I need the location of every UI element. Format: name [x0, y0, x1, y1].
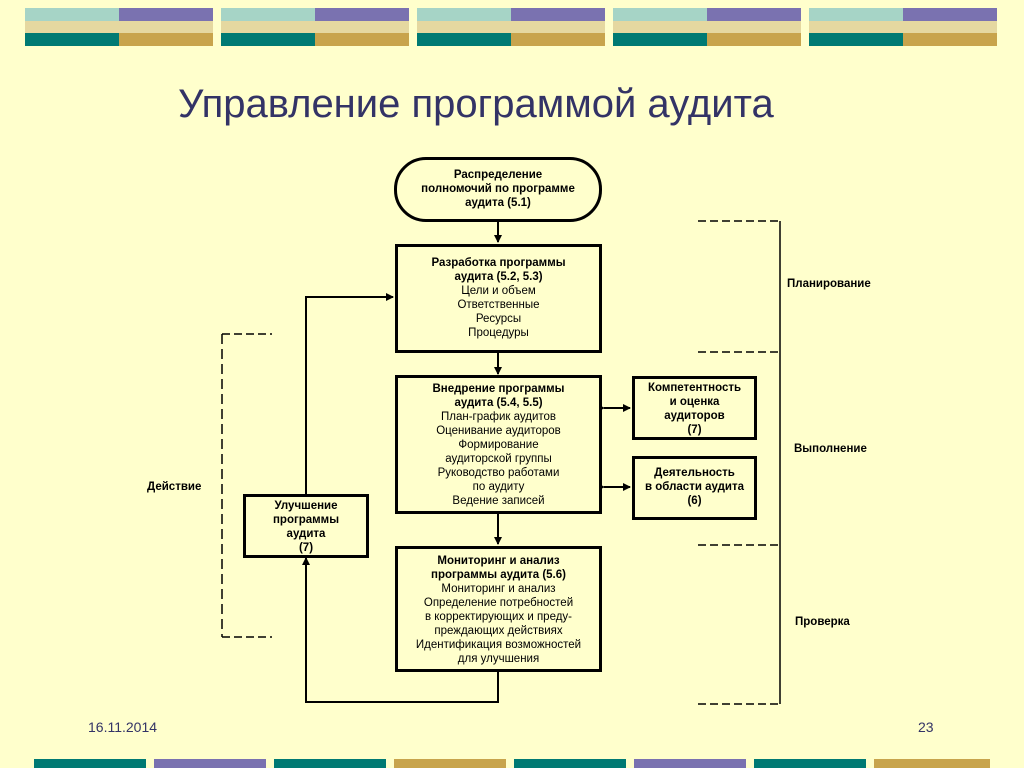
pdca-bracket [698, 220, 781, 705]
decor-strip [874, 759, 990, 768]
decor-tile [809, 8, 997, 46]
arrow-mon-to-improve [302, 557, 499, 703]
label-check: Проверка [795, 616, 850, 628]
decor-strip [514, 759, 626, 768]
label-execution: Выполнение [794, 443, 867, 455]
activity-box: Деятельность в области аудита (6) [632, 456, 757, 520]
decor-tile [613, 8, 801, 46]
decor-strip [394, 759, 506, 768]
improvement-box: Улучшение программы аудита (7) [243, 494, 369, 558]
start-node: Распределение полномочий по программе ау… [394, 157, 602, 222]
plan-box: Разработка программы аудита (5.2, 5.3) Ц… [395, 244, 602, 353]
footer-date: 16.11.2014 [88, 719, 158, 735]
label-action: Действие [147, 481, 202, 493]
monitoring-box: Мониторинг и анализ программы аудита (5.… [395, 546, 602, 672]
action-bracket [221, 333, 272, 638]
arrow-improve-to-plan [305, 293, 394, 494]
decor-strip [634, 759, 746, 768]
decor-strip [154, 759, 266, 768]
decor-tile [417, 8, 605, 46]
impl-box: Внедрение программы аудита (5.4, 5.5) Пл… [395, 375, 602, 514]
decor-tile [25, 8, 213, 46]
decor-strip [274, 759, 386, 768]
competence-box: Компетентность и оценка аудиторов (7) [632, 376, 757, 440]
slide-title: Управление программой аудита [178, 82, 774, 126]
decor-tile [221, 8, 409, 46]
page-number: 23 [918, 719, 934, 735]
decor-strip [34, 759, 146, 768]
label-planning: Планирование [787, 278, 871, 290]
decor-strip [754, 759, 866, 768]
